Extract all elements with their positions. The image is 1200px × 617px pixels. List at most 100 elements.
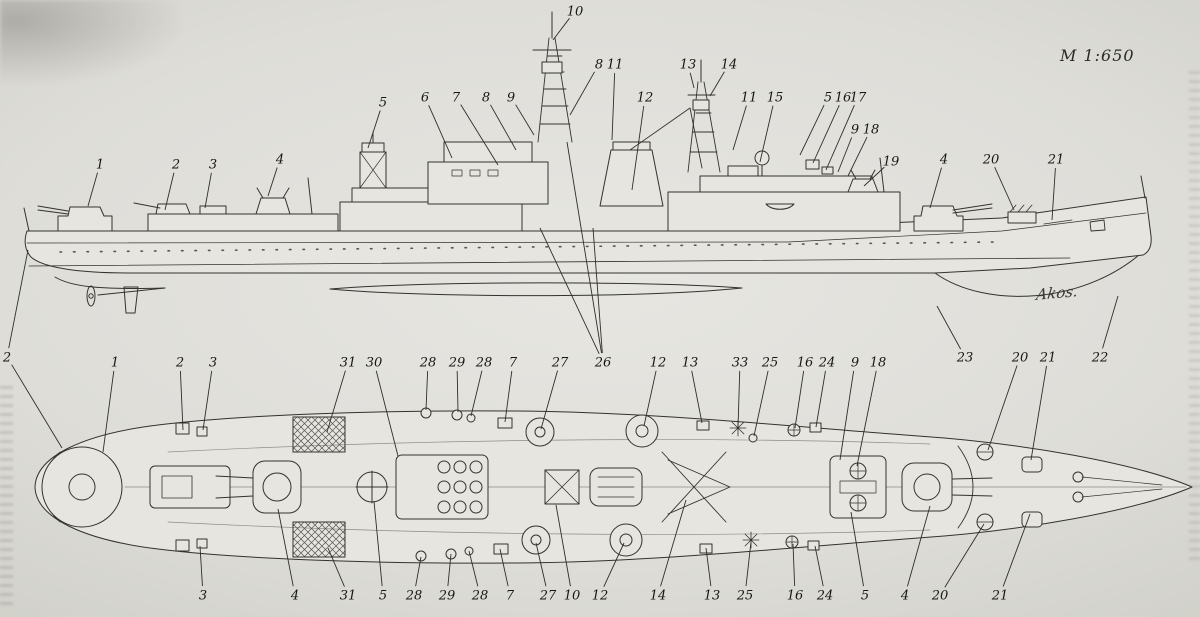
callout-label: 13	[682, 356, 699, 371]
leader-line	[732, 105, 747, 151]
waterline	[28, 257, 1071, 267]
callout-label: 12	[637, 91, 654, 106]
leader-line	[689, 72, 695, 89]
breakwater-line	[1043, 219, 1073, 225]
leader-line	[277, 508, 294, 587]
mast-footprint	[544, 469, 580, 505]
leader-line	[936, 305, 962, 350]
midship-boot-line	[329, 282, 743, 297]
leader-line	[460, 104, 499, 166]
callout-label: 9	[851, 356, 859, 371]
deck-winches	[415, 407, 513, 562]
leader-line	[815, 370, 826, 428]
leader-line	[631, 105, 645, 191]
leader-line	[555, 504, 571, 587]
leader-line	[856, 370, 877, 467]
leader-line	[745, 541, 752, 587]
leader-line	[447, 553, 452, 587]
callout-label: 13	[680, 58, 697, 73]
leader-line	[643, 370, 657, 427]
leader-line	[987, 365, 1018, 451]
crane-boom	[629, 107, 703, 169]
helicopter-pad	[41, 446, 123, 528]
callout-label: 24	[818, 356, 836, 371]
callout-label: 5	[861, 589, 869, 604]
callout-label: 16	[835, 91, 852, 106]
leader-line	[102, 370, 115, 453]
leader-line	[1030, 365, 1047, 461]
callout-label: 8	[482, 91, 490, 106]
rbu-launcher	[1007, 204, 1037, 224]
leader-line	[566, 141, 602, 354]
sam-launcher-plan	[355, 470, 389, 504]
aft-mast-radar	[692, 99, 710, 111]
leader-line	[11, 364, 63, 449]
callout-label: 2	[2, 351, 11, 366]
center-deckhouse-plan	[395, 454, 489, 520]
leader-line	[415, 556, 422, 587]
small-mounts	[729, 419, 822, 551]
leader-line	[814, 545, 824, 587]
leader-line	[792, 543, 796, 587]
callout-label: 7	[509, 356, 518, 371]
gun-barrels	[37, 205, 69, 215]
leader-line	[863, 166, 885, 187]
artist-signature: Аkos.	[1034, 282, 1079, 304]
sheer-line	[26, 212, 1147, 244]
callout-label: 5	[379, 589, 387, 604]
callout-label: 16	[787, 589, 804, 604]
callout-label: 25	[736, 589, 754, 604]
leader-line	[944, 523, 985, 588]
stern-staff	[23, 207, 30, 232]
callout-label: 16	[797, 356, 814, 371]
callout-label: 27	[551, 356, 569, 371]
callout-label: 11	[607, 58, 624, 73]
leader-line	[812, 105, 840, 164]
callout-label: 28	[475, 356, 493, 371]
callout-label: 11	[741, 91, 758, 106]
callout-label: 28	[471, 589, 489, 604]
leader-line	[611, 72, 616, 141]
callout-label: 21	[1047, 153, 1065, 168]
leader-line	[794, 370, 805, 429]
leader-line	[373, 500, 383, 587]
callout-label: 29	[438, 589, 456, 604]
aft-deckhouse	[133, 177, 339, 232]
leader-line	[705, 547, 712, 587]
leader-line	[1051, 167, 1056, 221]
leader-line	[839, 370, 855, 461]
callout-label: 23	[956, 351, 974, 366]
callout-label: 4	[900, 589, 909, 604]
leader-line	[929, 167, 942, 209]
leader-line	[535, 542, 547, 587]
leader-lines-layer	[8, 17, 1119, 588]
callout-label: 28	[405, 589, 423, 604]
forward-gun-turret	[913, 203, 993, 232]
callout-label: 10	[567, 5, 584, 20]
callout-label: 5	[824, 91, 832, 106]
leader-line	[470, 370, 483, 417]
leader-line	[994, 167, 1015, 211]
aft-gun-turret	[37, 205, 113, 232]
leader-line	[204, 172, 212, 209]
callout-label: 2	[171, 158, 180, 173]
porthole-row	[59, 241, 1001, 253]
leader-line	[267, 167, 278, 197]
forward-deckhouse-plan	[829, 455, 887, 519]
leader-line	[753, 370, 769, 437]
callout-label: 10	[564, 589, 581, 604]
callout-label: 29	[448, 356, 466, 371]
callout-label: 15	[767, 91, 784, 106]
callout-label: 27	[539, 589, 557, 604]
deck-line-bottom	[167, 521, 931, 535]
callout-label: 14	[721, 58, 738, 73]
leader-line	[850, 511, 864, 587]
callout-label: 1	[96, 158, 104, 173]
underwater-details	[54, 245, 1150, 314]
callout-label: 9	[851, 123, 859, 138]
bow-anchor	[1089, 219, 1106, 232]
leader-line	[327, 547, 345, 587]
